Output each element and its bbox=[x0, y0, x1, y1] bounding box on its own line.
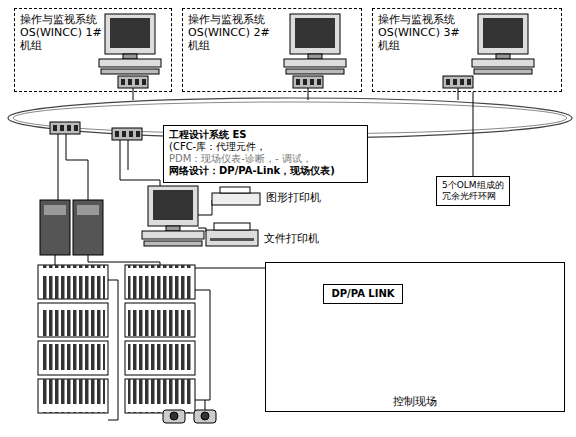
device-label: 图形打印机 bbox=[266, 190, 321, 205]
io-rack-slots bbox=[41, 303, 105, 337]
io-rack-slots bbox=[128, 303, 192, 337]
olm-module bbox=[118, 76, 148, 88]
io-rack bbox=[38, 265, 108, 299]
node-text: PDM：现场仪表-诊断，- 调试， bbox=[169, 153, 362, 165]
io-rack-slots bbox=[41, 341, 105, 375]
node-text: 控制现场 bbox=[393, 395, 437, 408]
io-rack bbox=[38, 303, 108, 337]
leader-line bbox=[473, 92, 474, 176]
operator-station-box: 操作与监视系统 OS(WINCC) 1#机组 bbox=[14, 8, 172, 92]
computer bbox=[99, 14, 161, 74]
document-printer bbox=[206, 223, 258, 246]
computer bbox=[472, 14, 534, 74]
io-rack-slots bbox=[128, 341, 192, 375]
io-rack bbox=[125, 265, 195, 299]
dp-pa-link-box: DP/PA LINK bbox=[323, 284, 403, 304]
node-text: 操作与监视系统 OS(WINCC) 1#机组 bbox=[20, 13, 106, 53]
io-rack bbox=[125, 341, 195, 375]
io-rack-slots bbox=[41, 379, 105, 413]
io-rack-slots bbox=[128, 379, 192, 413]
node-text: 网络设计：DP/PA-Link，现场仪表) bbox=[169, 165, 362, 177]
graphic-printer bbox=[212, 187, 260, 205]
node-text: DP/PA LINK bbox=[331, 288, 394, 300]
io-rack bbox=[38, 341, 108, 375]
olm-module bbox=[443, 76, 473, 88]
device-label: 文件打印机 bbox=[264, 231, 319, 246]
field-area-box: 控制现场 DP/PA LINK bbox=[265, 262, 565, 412]
operator-station-box: 操作与监视系统 OS(WINCC) 2#机组 bbox=[182, 8, 362, 92]
node-text: (CFC-库：代理元件， bbox=[169, 141, 362, 153]
olm-module bbox=[50, 122, 80, 134]
io-rack bbox=[38, 379, 108, 413]
camera bbox=[163, 410, 216, 423]
io-rack-slots bbox=[128, 265, 192, 299]
operator-station-box: 操作与监视系统 OS(WINCC) 3#机组 bbox=[372, 8, 562, 92]
olm-module bbox=[293, 76, 323, 88]
olm-module bbox=[112, 128, 142, 140]
io-rack-slots bbox=[41, 265, 105, 299]
node-text: 操作与监视系统 OS(WINCC) 3#机组 bbox=[378, 13, 464, 53]
server bbox=[40, 200, 103, 255]
node-text: 工程设计系统 ES bbox=[169, 129, 362, 141]
computer bbox=[142, 186, 204, 246]
node-text: 操作与监视系统 OS(WINCC) 2#机组 bbox=[188, 13, 274, 53]
callout-box: 5个OLM组成的冗余光纤环网 bbox=[436, 176, 510, 206]
engineering-station-box: 工程设计系统 ES(CFC-库：代理元件，PDM：现场仪表-诊断，- 调试，网络… bbox=[163, 125, 368, 183]
io-rack bbox=[125, 303, 195, 337]
io-rack bbox=[125, 379, 195, 413]
node-text: 5个OLM组成的冗余光纤环网 bbox=[442, 180, 504, 202]
computer bbox=[284, 14, 346, 74]
